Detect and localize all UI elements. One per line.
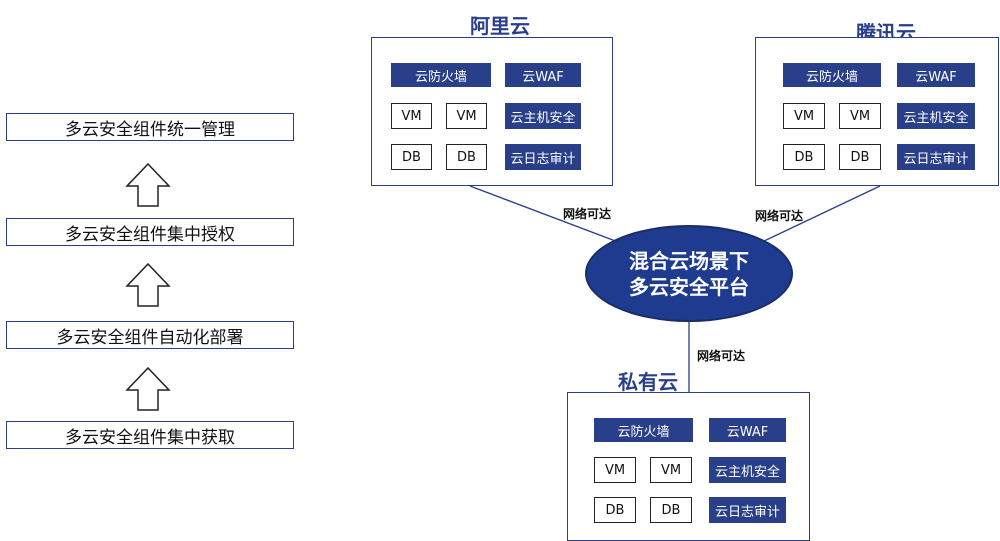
component-cloud-firewall: 云防火墙 bbox=[594, 418, 693, 442]
component-vm: VM bbox=[650, 457, 692, 483]
link-label-private: 网络可达 bbox=[697, 349, 746, 363]
up-arrow-icon bbox=[125, 262, 171, 307]
flow-step-automated-deployment: 多云安全组件自动化部署 bbox=[6, 321, 294, 349]
component-host-security: 云主机安全 bbox=[897, 103, 975, 129]
component-db: DB bbox=[594, 497, 636, 523]
link-label-tencent: 网络可达 bbox=[755, 209, 804, 223]
component-host-security: 云主机安全 bbox=[505, 103, 581, 129]
cloud-title-aliyun: 阿里云 bbox=[470, 14, 530, 38]
up-arrow-icon bbox=[125, 366, 171, 411]
hub-title-line-1: 混合云场景下 bbox=[629, 248, 749, 273]
link-label-aliyun: 网络可达 bbox=[563, 207, 612, 221]
component-vm: VM bbox=[783, 103, 825, 129]
component-cloud-firewall: 云防火墙 bbox=[391, 63, 491, 87]
cloud-panel-tencent: 云防火墙 云WAF VM VM 云主机安全 DB DB 云日志审计 bbox=[755, 37, 999, 186]
component-db: DB bbox=[650, 497, 692, 523]
hub-title-line-2: 多云安全平台 bbox=[629, 274, 749, 299]
component-db: DB bbox=[391, 144, 432, 170]
component-db: DB bbox=[783, 144, 825, 170]
component-log-audit: 云日志审计 bbox=[897, 144, 975, 170]
link-line-tencent bbox=[761, 185, 881, 243]
component-cloud-waf: 云WAF bbox=[505, 63, 581, 87]
flow-step-centralized-acquisition: 多云安全组件集中获取 bbox=[6, 421, 294, 449]
component-host-security: 云主机安全 bbox=[709, 457, 786, 483]
component-cloud-firewall: 云防火墙 bbox=[783, 63, 881, 87]
component-log-audit: 云日志审计 bbox=[709, 497, 786, 523]
cloud-panel-aliyun: 云防火墙 云WAF VM VM 云主机安全 DB DB 云日志审计 bbox=[371, 37, 613, 186]
up-arrow-icon bbox=[125, 162, 171, 207]
flow-step-unified-management: 多云安全组件统一管理 bbox=[6, 113, 294, 141]
component-vm: VM bbox=[839, 103, 881, 129]
component-db: DB bbox=[446, 144, 487, 170]
hybrid-cloud-security-platform: 混合云场景下 多云安全平台 bbox=[585, 225, 793, 322]
component-vm: VM bbox=[594, 457, 636, 483]
flow-step-centralized-authorization: 多云安全组件集中授权 bbox=[6, 218, 294, 246]
component-vm: VM bbox=[446, 103, 487, 129]
component-vm: VM bbox=[391, 103, 432, 129]
component-cloud-waf: 云WAF bbox=[709, 418, 786, 442]
link-line-aliyun bbox=[469, 185, 619, 243]
component-cloud-waf: 云WAF bbox=[897, 63, 975, 87]
cloud-panel-private: 云防火墙 云WAF VM VM 云主机安全 DB DB 云日志审计 bbox=[567, 392, 810, 541]
component-db: DB bbox=[839, 144, 881, 170]
component-log-audit: 云日志审计 bbox=[505, 144, 581, 170]
cloud-title-private: 私有云 bbox=[618, 370, 678, 394]
